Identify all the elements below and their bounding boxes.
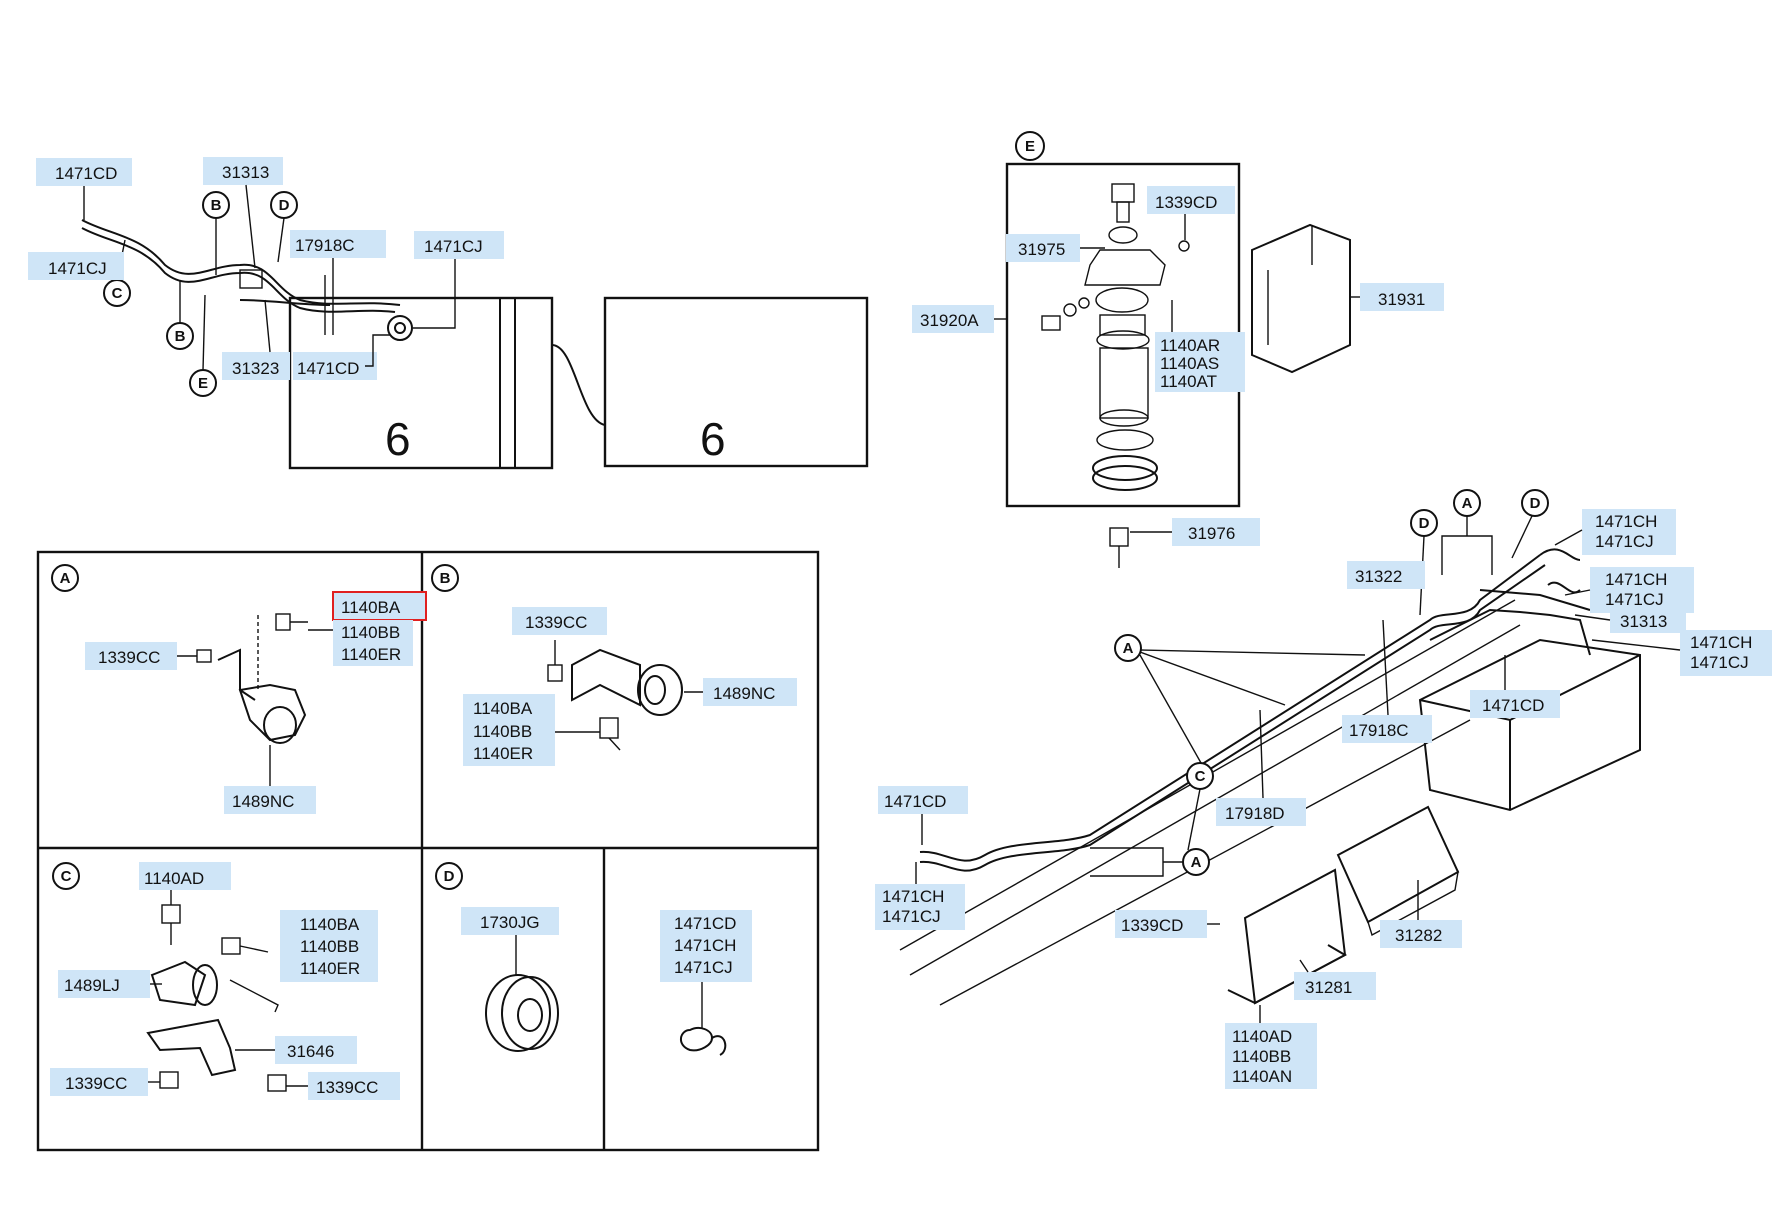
label-1339cc-a: 1339CC — [98, 648, 160, 667]
label-1489nc-b: 1489NC — [713, 684, 775, 703]
label-1140bb-b: 1140BB — [473, 722, 532, 741]
label-1471cj-r-b: 1471CJ — [1605, 590, 1664, 609]
label-1339cc-b: 1339CC — [525, 613, 587, 632]
label-1140ad-c: 1140AD — [144, 869, 204, 888]
label-17918c-tl: 17918C — [295, 236, 355, 255]
label-1140ad-r: 1140AD — [1232, 1027, 1292, 1046]
label-1471cj-d: 1471CJ — [674, 958, 733, 977]
label-1471ch-r-a: 1471CH — [1595, 512, 1657, 531]
label-1471cd-tl-b: 1471CD — [297, 359, 359, 378]
label-31282-r: 31282 — [1395, 926, 1442, 945]
label-31313-tl: 31313 — [222, 163, 269, 182]
label-1471cd-r-a: 1471CD — [1482, 696, 1544, 715]
label-31313-r: 31313 — [1620, 612, 1667, 631]
fuel-tank-left — [288, 296, 554, 470]
panel-d-tag: D — [444, 868, 455, 885]
ref-a-r3: A — [1191, 854, 1202, 871]
panel-e-tag: E — [1025, 138, 1035, 155]
label-1140er-b: 1140ER — [473, 744, 533, 763]
label-17918c-r: 17918C — [1349, 721, 1409, 740]
ref-b-top: B — [211, 197, 222, 214]
label-31920a: 31920A — [920, 311, 979, 330]
label-1339cd-r: 1339CD — [1121, 916, 1183, 935]
label-31281-r: 31281 — [1305, 978, 1352, 997]
label-1140at: 1140AT — [1160, 372, 1217, 391]
fuel-tank-main — [1418, 638, 1641, 812]
label-1471cd-d: 1471CD — [674, 914, 736, 933]
ref-c-top: C — [112, 285, 123, 302]
ref-c-r: C — [1195, 768, 1206, 785]
label-1339cd-e: 1339CD — [1155, 193, 1217, 212]
label-31975: 31975 — [1018, 240, 1065, 259]
ref-d-top: D — [279, 197, 290, 214]
label-1471ch-r-d: 1471CH — [882, 887, 944, 906]
label-31931: 31931 — [1378, 290, 1425, 309]
panel-c-tag: C — [61, 868, 72, 885]
ref-a-r1: A — [1123, 640, 1134, 657]
ref-e-top: E — [198, 375, 208, 392]
detail-panels: A 1140BA 1140BB 1140ER 1339CC 1489NC B 1… — [36, 550, 820, 1152]
label-1140as: 1140AS — [1160, 354, 1219, 373]
label-1140ba-a: 1140BA — [341, 598, 401, 617]
panel-c-bracket — [146, 1018, 237, 1077]
ref-b-top-2: B — [175, 328, 186, 345]
ref-d-r1: D — [1419, 515, 1430, 532]
label-1471ch-r-b: 1471CH — [1605, 570, 1667, 589]
label-1471cj-r-d: 1471CJ — [882, 907, 941, 926]
label-1339cc-c-b: 1339CC — [316, 1078, 378, 1097]
clip-1471 — [680, 1027, 714, 1052]
label-1489nc-a: 1489NC — [232, 792, 294, 811]
label-1140er-a: 1140ER — [341, 645, 401, 664]
label-1471cj-tl-a: 1471CJ — [48, 259, 107, 278]
panel-a-tag: A — [60, 570, 71, 587]
label-31323-tl: 31323 — [232, 359, 279, 378]
label-1140ar: 1140AR — [1160, 336, 1220, 355]
ref-a-r2: A — [1462, 495, 1473, 512]
panel-e-filter: E 1339CD 31975 31920A 11 — [912, 131, 1444, 568]
tank-mark-2: 6 — [700, 413, 726, 465]
grommet-1730jg — [485, 974, 551, 1052]
label-1339cc-c-a: 1339CC — [65, 1074, 127, 1093]
label-1489lj-c: 1489LJ — [64, 976, 120, 995]
label-1471cd-r-b: 1471CD — [884, 792, 946, 811]
label-1730jg-d: 1730JG — [480, 913, 540, 932]
label-1140ba-b: 1140BA — [473, 699, 533, 718]
label-1471cd-tl-a: 1471CD — [55, 164, 117, 183]
label-1140bb-r: 1140BB — [1232, 1047, 1291, 1066]
label-1140bb-a: 1140BB — [341, 623, 400, 642]
ref-d-r2: D — [1530, 495, 1541, 512]
panel-a-bracket — [217, 648, 256, 701]
tank-mark-1: 6 — [385, 413, 411, 465]
label-1140er-c: 1140ER — [300, 959, 360, 978]
label-31322-r: 31322 — [1355, 567, 1402, 586]
label-17918d-r: 17918D — [1225, 804, 1285, 823]
panel-b-tag: B — [440, 570, 451, 587]
label-31646-c: 31646 — [287, 1042, 334, 1061]
panel-b-bracket — [571, 648, 641, 707]
label-1140bb-c: 1140BB — [300, 937, 359, 956]
right-assembly: A C A D D A 1471CH 1471CJ 31322 1471CH 1… — [875, 489, 1772, 1089]
label-1471cj-tl-b: 1471CJ — [424, 237, 483, 256]
label-1471ch-d: 1471CH — [674, 936, 736, 955]
detail-grid-frame — [36, 550, 820, 1152]
label-1471cj-r-c: 1471CJ — [1690, 653, 1749, 672]
label-31976: 31976 — [1188, 524, 1235, 543]
top-left-assembly: 6 6 B D C B E 1471CD 31313 14 — [28, 157, 869, 470]
label-1140an-r: 1140AN — [1232, 1067, 1292, 1086]
label-1471ch-r-c: 1471CH — [1690, 633, 1752, 652]
label-1471cj-r-a: 1471CJ — [1595, 532, 1654, 551]
fuel-tank-right — [603, 296, 869, 468]
label-1140ba-c: 1140BA — [300, 915, 360, 934]
